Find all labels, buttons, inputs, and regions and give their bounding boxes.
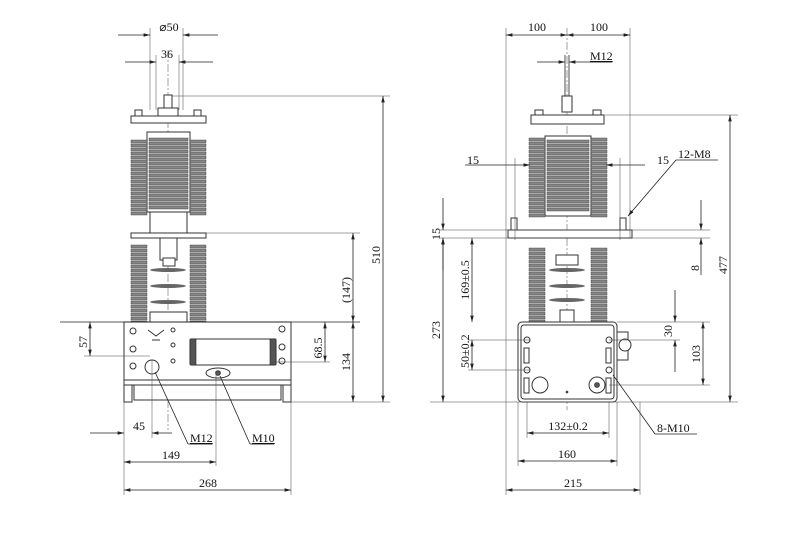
- vacuum-interrupter-ribs: [148, 137, 189, 210]
- dim-mid-height: (147): [339, 277, 353, 303]
- shed-disc: [549, 298, 585, 302]
- dim-hole-pitch: 50±0.2: [458, 334, 472, 368]
- callout-8-m10: 8-M10: [657, 421, 690, 435]
- dim-center-x: 149: [162, 448, 180, 462]
- base-box: [123, 321, 292, 403]
- right-insulator-lower: [189, 244, 207, 325]
- shed-disc: [150, 300, 186, 304]
- vacuum-interrupter-ribs-side: [546, 139, 590, 212]
- dim-width: 268: [199, 476, 217, 490]
- dim-right-15: 15: [657, 153, 669, 167]
- dim-width-side: 215: [564, 476, 582, 490]
- dim-base-height: 134: [339, 353, 353, 371]
- shed-disc: [549, 284, 585, 288]
- dimension-labels-side: 100 100 M12 15 15 12-M8 15 169±0.5 273 5…: [429, 20, 730, 490]
- dimension-labels: ⌀50 36 510 (147) 134 68.5 57 45 149 268 …: [76, 20, 383, 490]
- dim-base-width: 160: [558, 447, 576, 461]
- dim-stem: 36: [161, 47, 173, 61]
- dim-hole-offset: 57: [76, 336, 90, 348]
- right-insulator-upper-side: [590, 137, 608, 218]
- callout-12-m8: 12-M8: [678, 147, 711, 161]
- right-insulator-upper: [189, 139, 207, 216]
- left-insulator-lower-side: [528, 247, 546, 324]
- dim-hole-span: 103: [689, 345, 703, 363]
- callout-m12: M12: [190, 431, 213, 445]
- dim-plate-height: 273: [429, 321, 443, 339]
- dimension-lines: [60, 28, 390, 495]
- dim-diameter: ⌀50: [159, 20, 178, 34]
- dimension-lines-side: [430, 28, 738, 495]
- dim-plate: 15: [429, 228, 443, 240]
- dim-right-half: 100: [590, 20, 608, 34]
- shed-disc: [150, 268, 186, 272]
- dim-hole-spacing: 132±0.2: [548, 419, 588, 433]
- shed-disc: [150, 284, 186, 288]
- dim-stud: M12: [590, 49, 613, 63]
- base-box-side: [517, 321, 632, 403]
- dim-left-15: 15: [467, 153, 479, 167]
- callout-m10: M10: [252, 431, 275, 445]
- dim-gap: 8: [688, 265, 702, 271]
- left-insulator-upper: [130, 139, 148, 216]
- left-insulator-upper-side: [528, 137, 546, 218]
- dim-left-half: 100: [528, 20, 546, 34]
- dim-hole-top: 30: [661, 325, 675, 337]
- dim-total-height-side: 477: [716, 256, 730, 274]
- dim-plate-to-base: 169±0.5: [458, 260, 472, 300]
- dim-hole-x: 45: [133, 419, 145, 433]
- left-insulator-lower: [130, 244, 148, 325]
- right-insulator-lower-side: [590, 247, 608, 324]
- shed-disc: [549, 268, 585, 272]
- dim-window-offset: 68.5: [311, 338, 325, 359]
- dim-total-height: 510: [369, 246, 383, 264]
- side-view: 100 100 M12 15 15 12-M8 15 169±0.5 273 5…: [429, 20, 738, 495]
- front-view: ⌀50 36 510 (147) 134 68.5 57 45 149 268 …: [60, 20, 390, 495]
